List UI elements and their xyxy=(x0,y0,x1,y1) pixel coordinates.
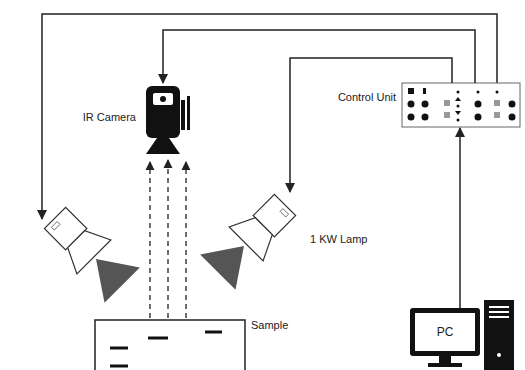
ir-ray xyxy=(149,162,150,318)
lamp-node: 1 KW Lamp xyxy=(232,192,304,290)
control-wire xyxy=(290,58,452,192)
control-panel xyxy=(402,83,520,127)
lamp-symbol xyxy=(37,200,140,303)
control-wire xyxy=(459,128,461,308)
pc-node: PC xyxy=(415,313,475,351)
sample-plate xyxy=(95,320,245,370)
node-label: Sample xyxy=(251,319,288,332)
camera-icon xyxy=(146,86,190,154)
ir-ray xyxy=(185,162,186,318)
control-wire xyxy=(163,30,475,83)
node-label: Control Unit xyxy=(338,91,396,104)
node-label: PC xyxy=(437,325,454,339)
node-label: IR Camera xyxy=(83,111,136,124)
sample-node: Sample xyxy=(95,320,245,370)
ir-ray xyxy=(167,160,168,318)
lamp-symbol xyxy=(200,187,303,290)
control-unit-node: Control Unit xyxy=(402,83,520,127)
pc-icon xyxy=(410,300,514,370)
camera-node: IR Camera xyxy=(142,84,194,156)
node-label: 1 KW Lamp xyxy=(310,233,367,246)
